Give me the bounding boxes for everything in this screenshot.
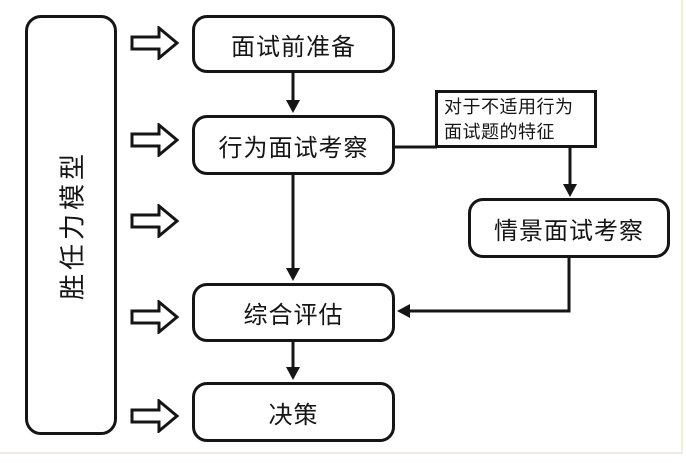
node-behavioral-interview: 行为面试考察 (192, 115, 395, 175)
annotation-not-suitable-behavioral: 对于不适用行为 面试题的特征 (435, 90, 597, 148)
connector-situational-to-evaluation (397, 258, 571, 318)
block-arrow-icon (130, 300, 180, 334)
node-comprehensive-evaluation: 综合评估 (192, 283, 395, 342)
node-label: 综合评估 (243, 303, 344, 329)
connector-prep-to-behavioral (286, 73, 300, 113)
block-arrow-icon (130, 399, 180, 433)
node-decision: 决策 (192, 382, 395, 442)
connector-behavioral-to-evaluation (286, 175, 300, 281)
block-arrow-icon (130, 123, 180, 157)
node-situational-interview: 情景面试考察 (468, 198, 670, 258)
connector-evaluation-to-decision (286, 342, 300, 380)
competency-model-label: 胜任力模型 (58, 149, 88, 301)
annotation-line-1: 对于不适用行为 (444, 97, 574, 117)
block-arrow-icon (130, 26, 180, 60)
node-pre-interview-preparation: 面试前准备 (192, 15, 395, 73)
node-label: 面试前准备 (231, 34, 356, 61)
node-label: 决策 (268, 402, 319, 429)
block-arrow-icon (130, 204, 180, 238)
node-label: 情景面试考察 (494, 218, 644, 245)
node-label: 行为面试考察 (218, 135, 369, 162)
competency-model-panel: 胜任力模型 (25, 15, 117, 435)
connector-annotation-to-situational (563, 148, 577, 197)
annotation-line-2: 面试题的特征 (444, 122, 555, 142)
